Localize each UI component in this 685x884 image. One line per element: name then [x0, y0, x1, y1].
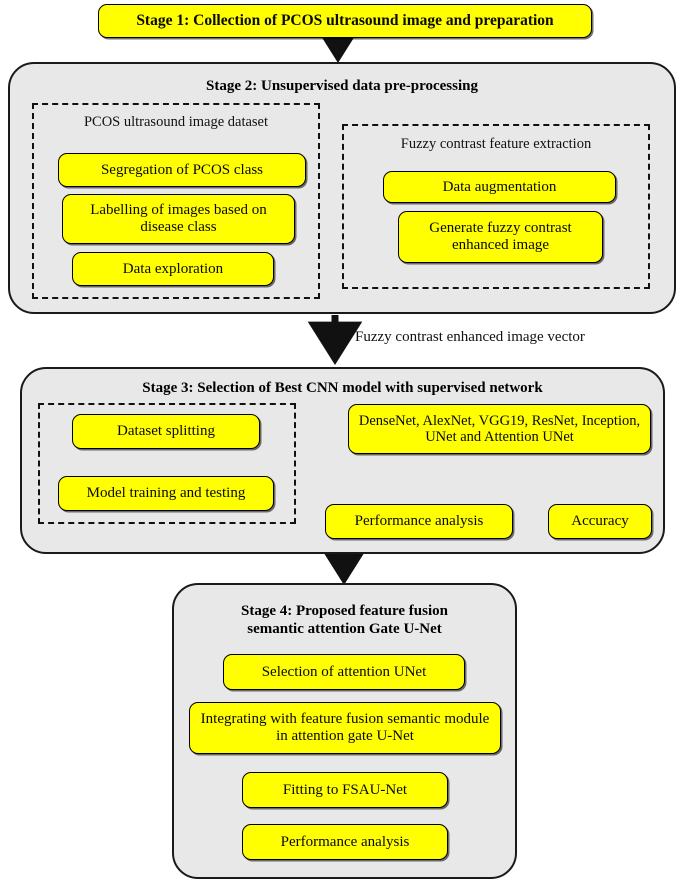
stage1-box[interactable]: Stage 1: Collection of PCOS ultrasound i… [98, 4, 592, 38]
stage2-left-group [32, 103, 320, 299]
stage4-box-performance-analysis[interactable]: Performance analysis [242, 824, 448, 860]
stage2-box-data-augmentation[interactable]: Data augmentation [383, 171, 616, 203]
stage2-left-group-title: PCOS ultrasound image dataset [83, 114, 269, 130]
stage2-title: Stage 2: Unsupervised data pre-processin… [206, 78, 478, 94]
stage3-title: Stage 3: Selection of Best CNN model wit… [142, 380, 543, 396]
stage3-left-group [38, 403, 296, 524]
stage3-box-cnn-models[interactable]: DenseNet, AlexNet, VGG19, ResNet, Incept… [348, 404, 651, 454]
stage2-box-data-exploration[interactable]: Data exploration [72, 252, 274, 286]
stage4-box-selection-attention-unet[interactable]: Selection of attention UNet [223, 654, 465, 690]
stage2-box-segregation[interactable]: Segregation of PCOS class [58, 153, 306, 187]
stage3-box-performance-analysis[interactable]: Performance analysis [325, 504, 513, 539]
stage2-box-labelling[interactable]: Labelling of images based on disease cla… [62, 194, 295, 244]
stage4-box-fitting-fsau-net[interactable]: Fitting to FSAU-Net [242, 772, 448, 808]
stage3-box-model-training[interactable]: Model training and testing [58, 476, 274, 511]
stage4-title: Stage 4: Proposed feature fusion semanti… [241, 603, 448, 637]
stage2-right-group [342, 124, 650, 289]
stage2-right-group-title: Fuzzy contrast feature extraction [400, 136, 592, 152]
stage4-box-integrating-feature-fusion[interactable]: Integrating with feature fusion semantic… [189, 702, 501, 754]
connector-label-fuzzy-vector: Fuzzy contrast enhanced image vector [355, 329, 585, 345]
stage3-box-accuracy[interactable]: Accuracy [548, 504, 652, 539]
stage3-box-dataset-splitting[interactable]: Dataset splitting [72, 414, 260, 449]
stage2-box-generate-fuzzy[interactable]: Generate fuzzy contrast enhanced image [398, 211, 603, 263]
